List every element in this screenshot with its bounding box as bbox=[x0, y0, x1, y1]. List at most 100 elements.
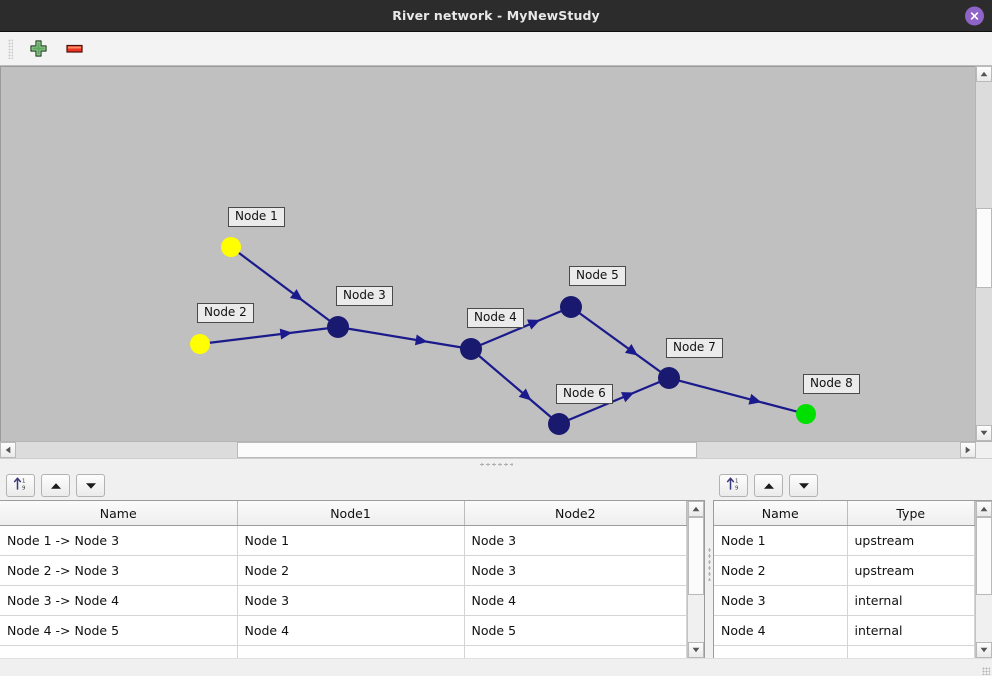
column-header[interactable]: Type bbox=[847, 501, 975, 526]
reaches-vertical-scrollbar[interactable] bbox=[687, 501, 705, 658]
column-header[interactable]: Node2 bbox=[464, 501, 688, 526]
reaches-vscroll-track[interactable] bbox=[688, 517, 705, 642]
graph-node-label[interactable]: Node 2 bbox=[197, 303, 254, 323]
graph-edge[interactable] bbox=[678, 379, 798, 413]
graph-node-label[interactable]: Node 7 bbox=[666, 338, 723, 358]
graph-node[interactable] bbox=[548, 413, 570, 435]
table-cell[interactable]: upstream bbox=[847, 525, 975, 556]
table-cell-empty[interactable] bbox=[0, 645, 238, 658]
canvas-vscroll-track[interactable] bbox=[976, 82, 992, 425]
column-header[interactable]: Name bbox=[714, 501, 848, 526]
table-cell[interactable]: Node 3 bbox=[464, 525, 688, 556]
canvas-vertical-scrollbar[interactable] bbox=[975, 66, 992, 441]
graph-edge[interactable] bbox=[237, 251, 331, 322]
canvas-horizontal-scrollbar[interactable] bbox=[0, 441, 992, 458]
table-cell[interactable]: Node 1 bbox=[237, 525, 465, 556]
graph-node[interactable] bbox=[190, 334, 210, 354]
reaches-sort-button[interactable]: 1 9 bbox=[6, 473, 35, 497]
table-cell[interactable]: Node 3 -> Node 4 bbox=[0, 585, 238, 616]
resize-grip-icon[interactable] bbox=[982, 667, 990, 675]
canvas-vscroll-thumb[interactable] bbox=[976, 208, 992, 288]
graph-node[interactable] bbox=[221, 237, 241, 257]
nodes-move-up-button[interactable] bbox=[754, 473, 783, 497]
horizontal-splitter[interactable] bbox=[0, 458, 992, 470]
nodes-move-down-button[interactable] bbox=[789, 473, 818, 497]
table-cell[interactable]: upstream bbox=[847, 555, 975, 586]
nodes-vscroll-track[interactable] bbox=[975, 517, 992, 642]
graph-edge[interactable] bbox=[477, 354, 553, 419]
graph-node-label[interactable]: Node 5 bbox=[569, 266, 626, 286]
graph-node-label[interactable]: Node 8 bbox=[803, 374, 860, 394]
canvas-hscroll-thumb[interactable] bbox=[237, 442, 697, 458]
table-cell[interactable]: Node 1 bbox=[714, 525, 848, 556]
nodes-scroll-up-icon[interactable] bbox=[975, 501, 992, 517]
table-cell-empty[interactable] bbox=[237, 645, 465, 658]
table-cell[interactable]: Node 4 bbox=[237, 615, 465, 646]
nodes-sort-button[interactable]: 1 9 bbox=[719, 473, 748, 497]
toolbar-grip[interactable] bbox=[8, 38, 13, 59]
graph-node[interactable] bbox=[327, 316, 349, 338]
reaches-move-up-button[interactable] bbox=[41, 473, 70, 497]
table-cell-empty[interactable] bbox=[714, 645, 848, 658]
table-cell[interactable]: Node 4 -> Node 5 bbox=[0, 615, 238, 646]
table-cell[interactable]: Node 4 bbox=[464, 585, 688, 616]
close-icon[interactable] bbox=[965, 6, 984, 25]
remove-node-button[interactable] bbox=[62, 37, 86, 61]
graph-edge[interactable] bbox=[208, 327, 329, 344]
scroll-down-icon[interactable] bbox=[976, 425, 992, 441]
table-row-empty[interactable] bbox=[0, 645, 688, 658]
graph-node-label[interactable]: Node 6 bbox=[556, 384, 613, 404]
table-cell[interactable]: Node 2 -> Node 3 bbox=[0, 555, 238, 586]
graph-node-label[interactable]: Node 4 bbox=[467, 308, 524, 328]
table-cell[interactable]: Node 3 bbox=[237, 585, 465, 616]
table-cell[interactable]: internal bbox=[847, 585, 975, 616]
canvas-hscroll-track[interactable] bbox=[16, 442, 960, 458]
reaches-move-down-button[interactable] bbox=[76, 473, 105, 497]
vertical-splitter[interactable] bbox=[705, 470, 713, 658]
scroll-up-icon[interactable] bbox=[976, 66, 992, 82]
table-cell[interactable]: Node 4 bbox=[714, 615, 848, 646]
reaches-scroll-up-icon[interactable] bbox=[688, 501, 705, 517]
graph-edge[interactable] bbox=[567, 380, 661, 422]
table-cell[interactable]: Node 1 -> Node 3 bbox=[0, 525, 238, 556]
nodes-scroll-down-icon[interactable] bbox=[975, 642, 992, 658]
graph-node-label[interactable]: Node 1 bbox=[228, 207, 285, 227]
add-node-button[interactable] bbox=[26, 37, 50, 61]
table-cell[interactable]: Node 5 bbox=[464, 615, 688, 646]
graph-node[interactable] bbox=[796, 404, 816, 424]
column-header[interactable]: Node1 bbox=[237, 501, 465, 526]
table-row-empty[interactable] bbox=[714, 645, 975, 658]
graph-edge[interactable] bbox=[578, 311, 662, 374]
table-cell[interactable]: Node 2 bbox=[237, 555, 465, 586]
table-cell[interactable]: Node 2 bbox=[714, 555, 848, 586]
graph-edge[interactable] bbox=[347, 327, 462, 349]
reaches-scroll-down-icon[interactable] bbox=[688, 642, 705, 658]
table-cell[interactable]: internal bbox=[847, 615, 975, 646]
column-header[interactable]: Name bbox=[0, 501, 238, 526]
nodes-vertical-scrollbar[interactable] bbox=[974, 501, 992, 658]
graph-node[interactable] bbox=[658, 367, 680, 389]
table-cell[interactable]: Node 3 bbox=[464, 555, 688, 586]
table-cell-empty[interactable] bbox=[464, 645, 688, 658]
table-cell[interactable]: Node 3 bbox=[714, 585, 848, 616]
nodes-vscroll-thumb[interactable] bbox=[975, 517, 992, 595]
graph-edge[interactable] bbox=[479, 309, 563, 347]
scroll-right-icon[interactable] bbox=[960, 442, 976, 458]
graph-node-label[interactable]: Node 3 bbox=[336, 286, 393, 306]
scroll-left-icon[interactable] bbox=[0, 442, 16, 458]
reaches-vscroll-thumb[interactable] bbox=[688, 517, 705, 595]
graph-node[interactable] bbox=[560, 296, 582, 318]
river-network-canvas[interactable]: Node 1 Node 2 Node 3 Node 4 Node 5 Node 6 Node… bbox=[0, 66, 975, 441]
table-cell-empty[interactable] bbox=[847, 645, 975, 658]
graph-node[interactable] bbox=[460, 338, 482, 360]
